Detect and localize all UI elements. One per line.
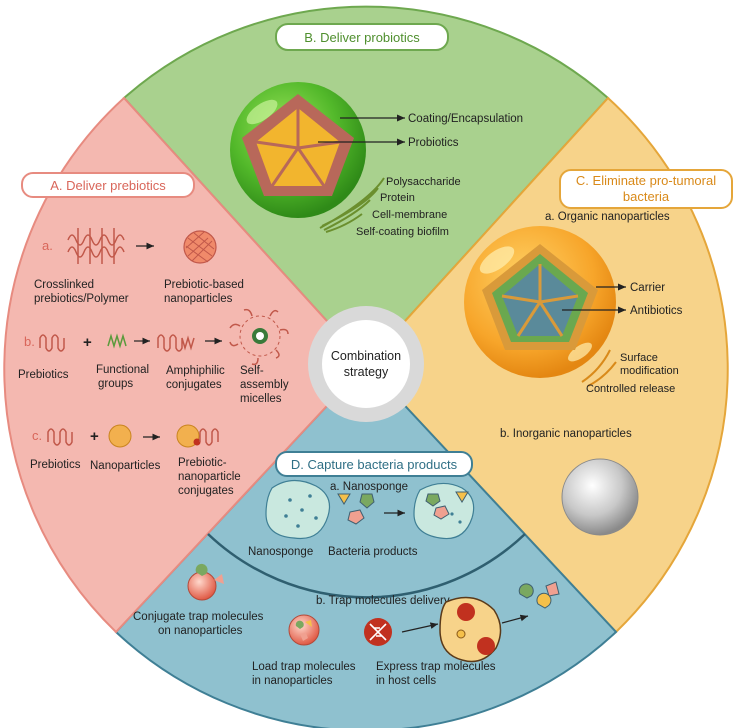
conjugate-trap-icon [187,563,224,601]
prebiotic-np-label-2: nanoparticles [164,293,233,305]
probiotics-title: B. Deliver probiotics [304,30,420,45]
amphiphilic-label-2: conjugates [166,379,222,391]
crosslinked-label-2: prebiotics/Polymer [34,293,129,305]
self-label-2: assembly [240,379,289,391]
prebiotics-title: A. Deliver prebiotics [50,178,166,193]
nanosponge-label: Nanosponge [248,546,313,558]
bacteria-products-label: Bacteria products [328,546,418,558]
capture-divider [207,533,526,599]
controlled-release-label: Controlled release [586,383,675,395]
host-cell-icon [439,596,502,663]
functional-label-1: Functional [96,364,149,376]
surface-label-2: modification [620,365,679,377]
prebiotic-np-label-1: Prebiotic-based [164,279,244,291]
inorganic-nanoparticle-icon [561,458,639,536]
load-label-2: in nanoparticles [252,675,333,687]
prebiotic-nanoparticle-conjugate-icon [176,424,219,448]
surface-label-1: Surface [620,352,658,364]
self-label-3: micelles [240,393,282,405]
c-prebiotic-chain-icon [47,428,73,446]
organic-highlight-2 [568,342,592,362]
amphiphilic-conjugate-icon [157,334,195,352]
layer-cell-membrane: Cell-membrane [372,209,447,221]
center-disc [322,320,410,408]
carrier-label: Carrier [630,282,665,294]
prebiotics-c-marker: c. [32,428,42,443]
probiotics-label: Probiotics [408,137,459,149]
nanosponge-header: a. Nanosponge [330,481,408,493]
prebiotics-a-marker: a. [42,238,53,253]
coating-label: Coating/Encapsulation [408,113,523,125]
amphiphilic-label-1: Amphiphilic [166,365,225,377]
layer-biofilm: Self-coating biofilm [356,226,449,238]
layer-polysaccharide: Polysaccharide [386,176,461,188]
surface-lines [581,349,617,387]
conjugate-label-2: on nanoparticles [158,625,243,637]
organic-highlight [479,246,515,274]
dna-vector-icon [364,618,392,646]
bacteria-products-icon [337,493,375,525]
micelle-icon [229,308,289,366]
load-trap-icon [288,614,320,646]
conjugate-label-3: conjugates [178,485,234,497]
capture-title-box [275,451,473,477]
center-line2: strategy [344,365,389,379]
loaded-nanosponge-icon [413,482,475,540]
express-label-2: in host cells [376,675,436,687]
conjugate-label-1: Conjugate trap molecules [133,611,264,623]
express-label-1: Express trap molecules [376,661,496,673]
bacteria-title-2: bacteria [623,189,670,204]
layer-lines [319,177,385,233]
conjugate-label-2: nanoparticle [178,471,241,483]
probiotics-title-box [275,23,449,51]
plus-b: + [83,334,92,351]
prebiotics-title-box [21,172,195,198]
sector-deliver-probiotics [122,5,610,366]
sector-deliver-prebiotics [3,96,368,634]
trap-header: b. Trap molecules delivery [316,595,450,607]
functional-label-2: groups [98,378,133,390]
antibiotic-spokes [501,264,579,337]
self-label-1: Self- [240,365,264,377]
secreted-trap-molecules-icon [518,581,560,609]
c-nanoparticles-label: Nanoparticles [90,460,161,472]
crosslinked-label-1: Crosslinked [34,279,94,291]
organic-np-label: a. Organic nanoparticles [545,211,670,223]
c-nanoparticle-icon [108,424,132,448]
inorganic-np-label: b. Inorganic nanoparticles [500,428,632,440]
functional-group-icon [107,333,127,349]
antibiotics-label: Antibiotics [630,305,683,317]
core-spokes [255,108,341,187]
c-prebiotics-label: Prebiotics [30,459,81,471]
crosslinked-polymer-icon [67,228,125,264]
b-prebiotics-label: Prebiotics [18,369,69,381]
layer-protein: Protein [380,192,415,204]
prebiotics-b-marker: b. [24,334,35,349]
load-label-1: Load trap molecules [252,661,356,673]
bacteria-title-1: C. Eliminate pro-tumoral [576,173,716,188]
center-line1: Combination [331,349,401,363]
plus-c: + [90,428,99,445]
conjugate-label-1: Prebiotic- [178,457,227,469]
nanosponge-icon [265,479,331,540]
prebiotic-chain-icon [39,334,65,352]
capture-title: D. Capture bacteria products [291,457,458,472]
capsule-highlight [246,99,278,125]
bacteria-title-box [559,169,733,209]
